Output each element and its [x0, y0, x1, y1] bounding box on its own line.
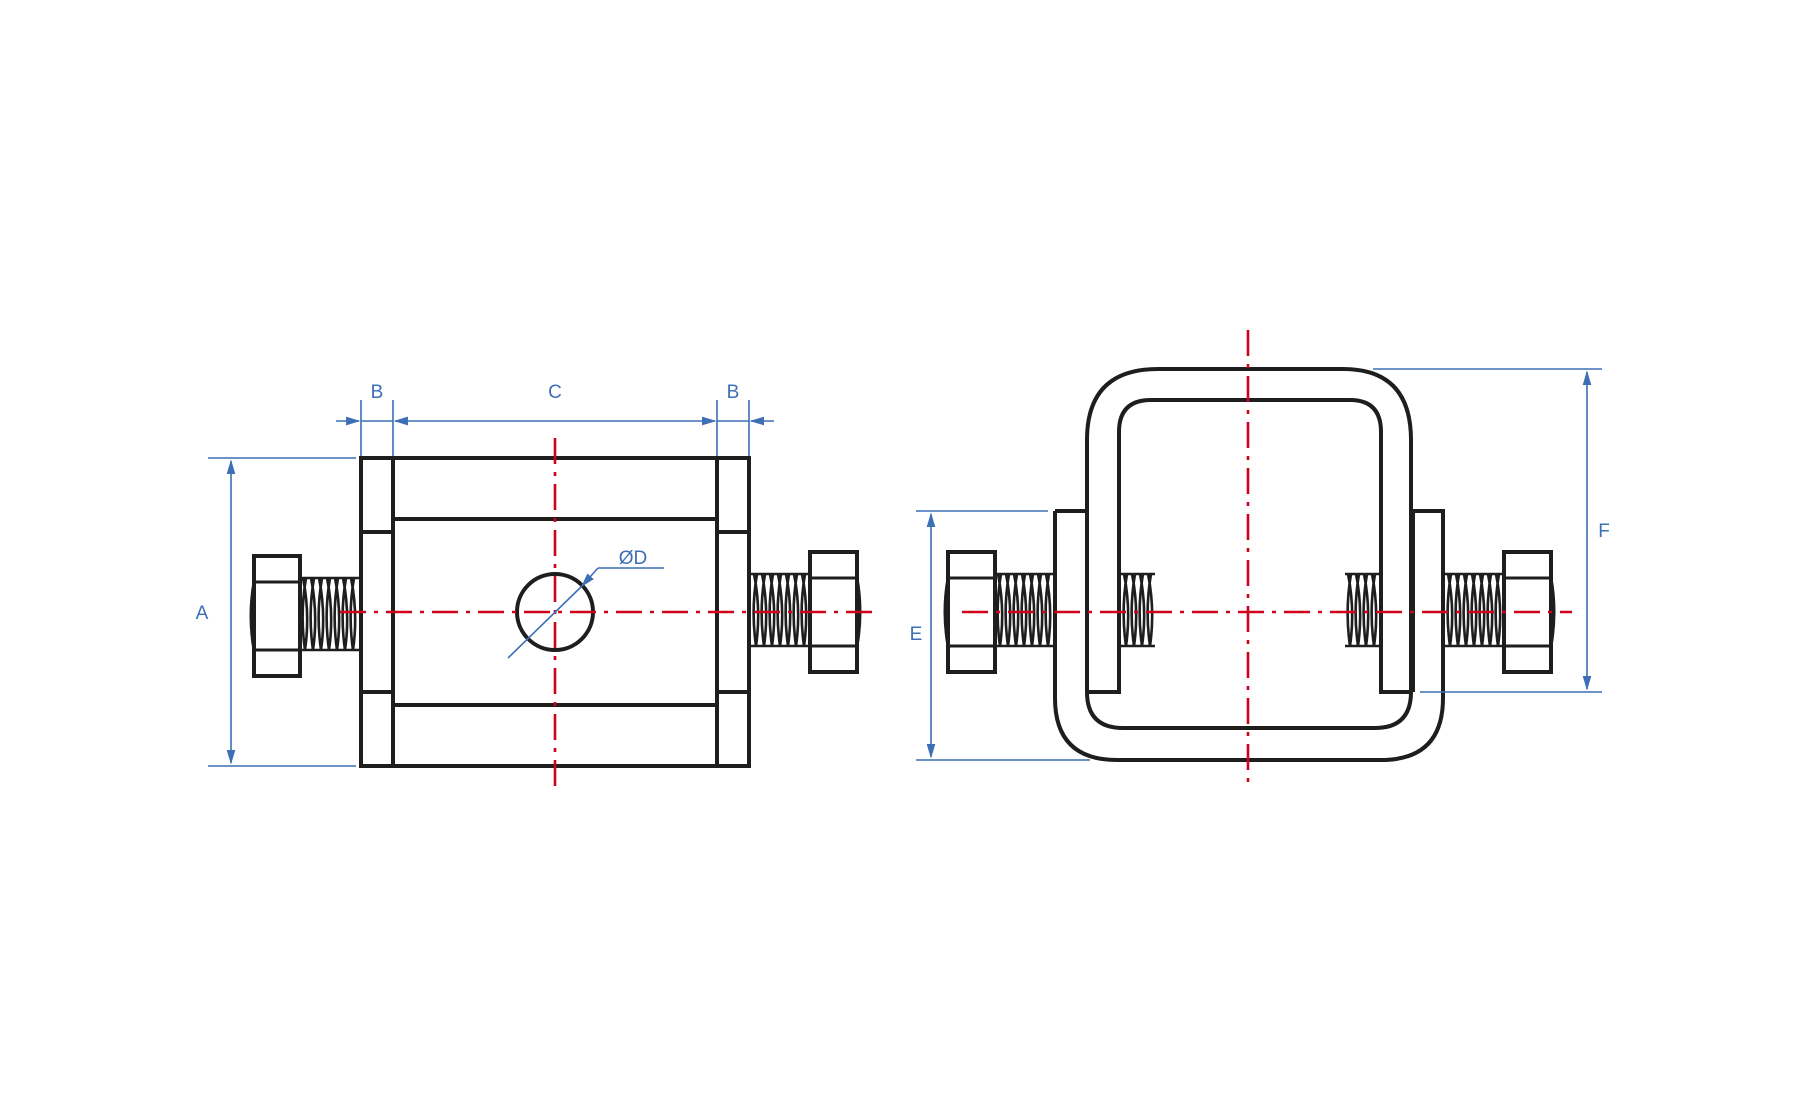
thread-coil — [1146, 573, 1154, 647]
side-right-inner-thread — [1345, 572, 1379, 648]
thread-coil — [1446, 573, 1454, 647]
u-strap-inner-upper — [1087, 398, 1413, 694]
thread-coil — [1004, 573, 1012, 647]
side-left-bolt-thread — [995, 572, 1053, 648]
dimension-d: ØD — [507, 548, 664, 659]
thread-coil — [792, 573, 800, 647]
thread-coil — [768, 573, 776, 647]
thread-coil — [1044, 573, 1052, 647]
right-bolt-head — [808, 550, 859, 674]
front-view: A B C B ØD — [196, 382, 878, 788]
side-view: E F — [910, 330, 1610, 782]
thread-coil — [996, 573, 1004, 647]
thread-coil — [341, 577, 349, 651]
dimension-f-label: F — [1598, 521, 1610, 542]
dimension-e-label: E — [910, 624, 923, 645]
left-bolt-head-chamfer — [249, 580, 300, 652]
u-strap-inner-bottom — [1085, 691, 1413, 730]
thread-coil — [349, 577, 357, 651]
thread-coil — [1454, 573, 1462, 647]
dimension-a-label: A — [196, 603, 209, 624]
thread-coil — [1020, 573, 1028, 647]
thread-coil — [1486, 573, 1494, 647]
dimension-c-label: C — [548, 382, 562, 403]
side-left-bolt-head — [946, 550, 997, 674]
thread-coil — [1138, 573, 1146, 647]
thread-coil — [1470, 573, 1478, 647]
dimension-a: A — [196, 457, 356, 767]
thread-coil — [1028, 573, 1036, 647]
u-strap-outer — [1053, 509, 1445, 762]
side-left-bolt-head-chamfer — [943, 576, 995, 648]
thread-coil — [760, 573, 768, 647]
thread-coil — [800, 573, 808, 647]
thread-coil — [1122, 573, 1130, 647]
side-right-bolt-thread — [1445, 572, 1504, 648]
side-right-bolt — [1345, 550, 1556, 674]
thread-coil — [1494, 573, 1502, 647]
dimension-e: E — [910, 510, 1090, 761]
u-strap-inner-loop — [1085, 367, 1413, 692]
u-strap-left-flange — [1055, 509, 1089, 692]
left-bolt-thread — [300, 576, 359, 652]
thread-coil — [776, 573, 784, 647]
thread-coil — [1462, 573, 1470, 647]
thread-coil — [317, 577, 325, 651]
dimension-b-left-label: B — [371, 382, 384, 403]
dimension-f: F — [1373, 368, 1610, 693]
thread-coil — [1370, 573, 1378, 647]
thread-coil — [309, 577, 317, 651]
dimension-bcb: B C B — [336, 382, 774, 456]
thread-coil — [325, 577, 333, 651]
thread-coil — [752, 573, 760, 647]
thread-coil — [301, 577, 309, 651]
side-right-bolt-head — [1502, 550, 1553, 674]
thread-coil — [1354, 573, 1362, 647]
thread-coil — [1346, 573, 1354, 647]
side-right-bolt-head-chamfer — [1504, 576, 1556, 648]
thread-coil — [1478, 573, 1486, 647]
side-left-bolt — [943, 550, 1155, 674]
right-bolt-thread — [751, 572, 810, 648]
side-left-inner-thread — [1121, 572, 1155, 648]
thread-coil — [784, 573, 792, 647]
right-bolt — [751, 550, 862, 674]
dimension-d-label: ØD — [619, 548, 648, 569]
left-bolt-head — [252, 554, 302, 678]
dimension-b-right-label: B — [727, 382, 740, 403]
thread-coil — [333, 577, 341, 651]
thread-coil — [1012, 573, 1020, 647]
thread-coil — [1362, 573, 1370, 647]
thread-coil — [1036, 573, 1044, 647]
left-bolt — [249, 554, 359, 678]
thread-coil — [1130, 573, 1138, 647]
